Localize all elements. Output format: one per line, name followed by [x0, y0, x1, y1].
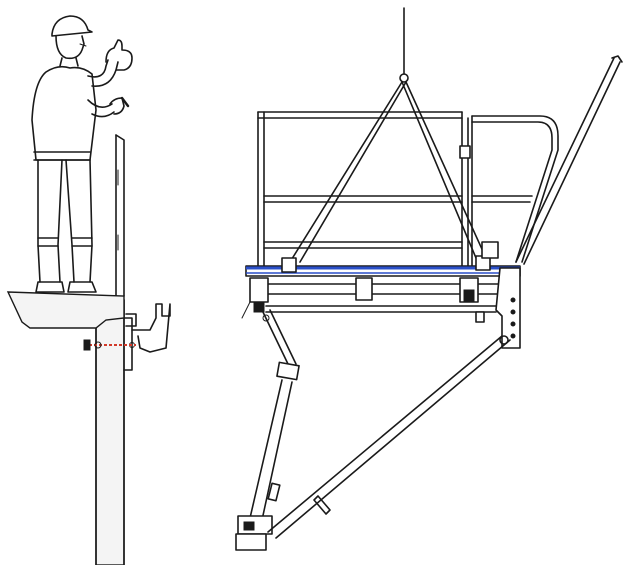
building-column — [95, 299, 125, 565]
wall-mounting-bracket — [123, 303, 171, 371]
slab-edge-upright — [115, 134, 125, 297]
folding-support-leg — [235, 309, 300, 551]
platform-guardrail-left — [257, 111, 471, 271]
leg-base-pad — [237, 515, 273, 535]
cantilever-loading-platform — [241, 241, 521, 349]
concrete-floor-slab — [6, 291, 125, 329]
roller-block-middle — [355, 277, 373, 301]
diagonal-support-strut — [267, 335, 511, 539]
worker-figure — [31, 15, 133, 293]
thumbs-up-hand — [105, 39, 133, 71]
anchor-bolt — [83, 339, 136, 351]
lifting-lug-left — [281, 257, 297, 273]
folded-guardrail-pole — [515, 55, 623, 265]
platform-guardrail-right — [471, 115, 559, 267]
crane-lifting-sling — [289, 7, 487, 263]
hard-hat — [51, 15, 93, 37]
roller-block-left — [249, 277, 269, 303]
